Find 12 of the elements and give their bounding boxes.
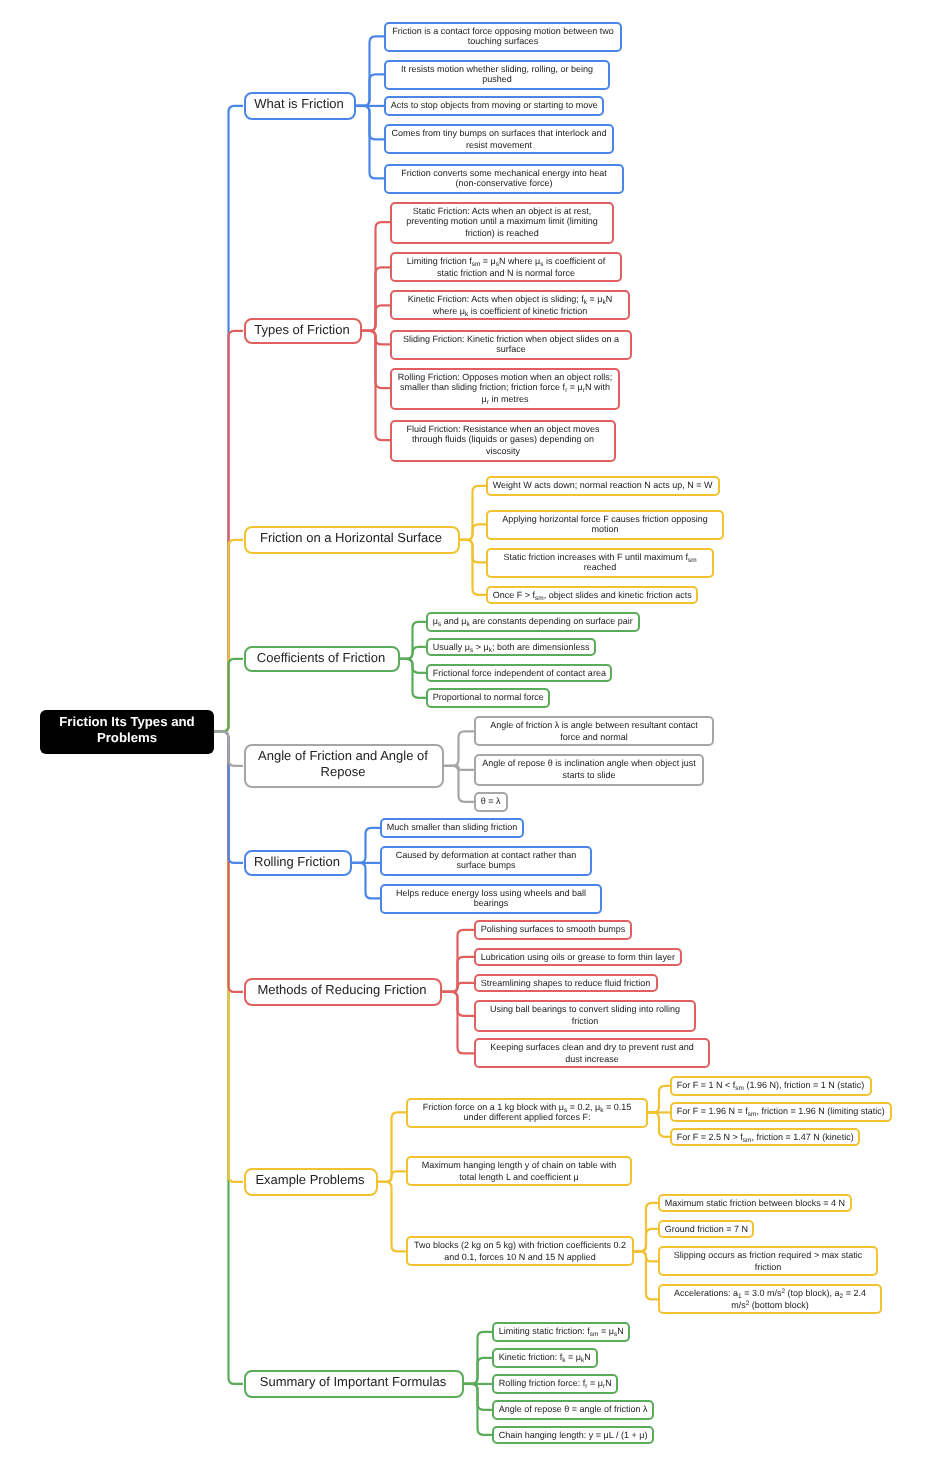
connector-line: [399, 645, 426, 660]
connector-line: [355, 104, 384, 107]
connector-line: [443, 764, 474, 771]
connector-line: [361, 329, 390, 346]
connector-line: [463, 1382, 492, 1385]
connector-line: [441, 981, 474, 993]
connector-line: [634, 1250, 658, 1263]
connector-line: [648, 1111, 670, 1114]
connector-line: [214, 730, 243, 767]
connector-line: [459, 523, 486, 541]
connector-line: [377, 1170, 406, 1183]
connector-line: [351, 861, 380, 864]
